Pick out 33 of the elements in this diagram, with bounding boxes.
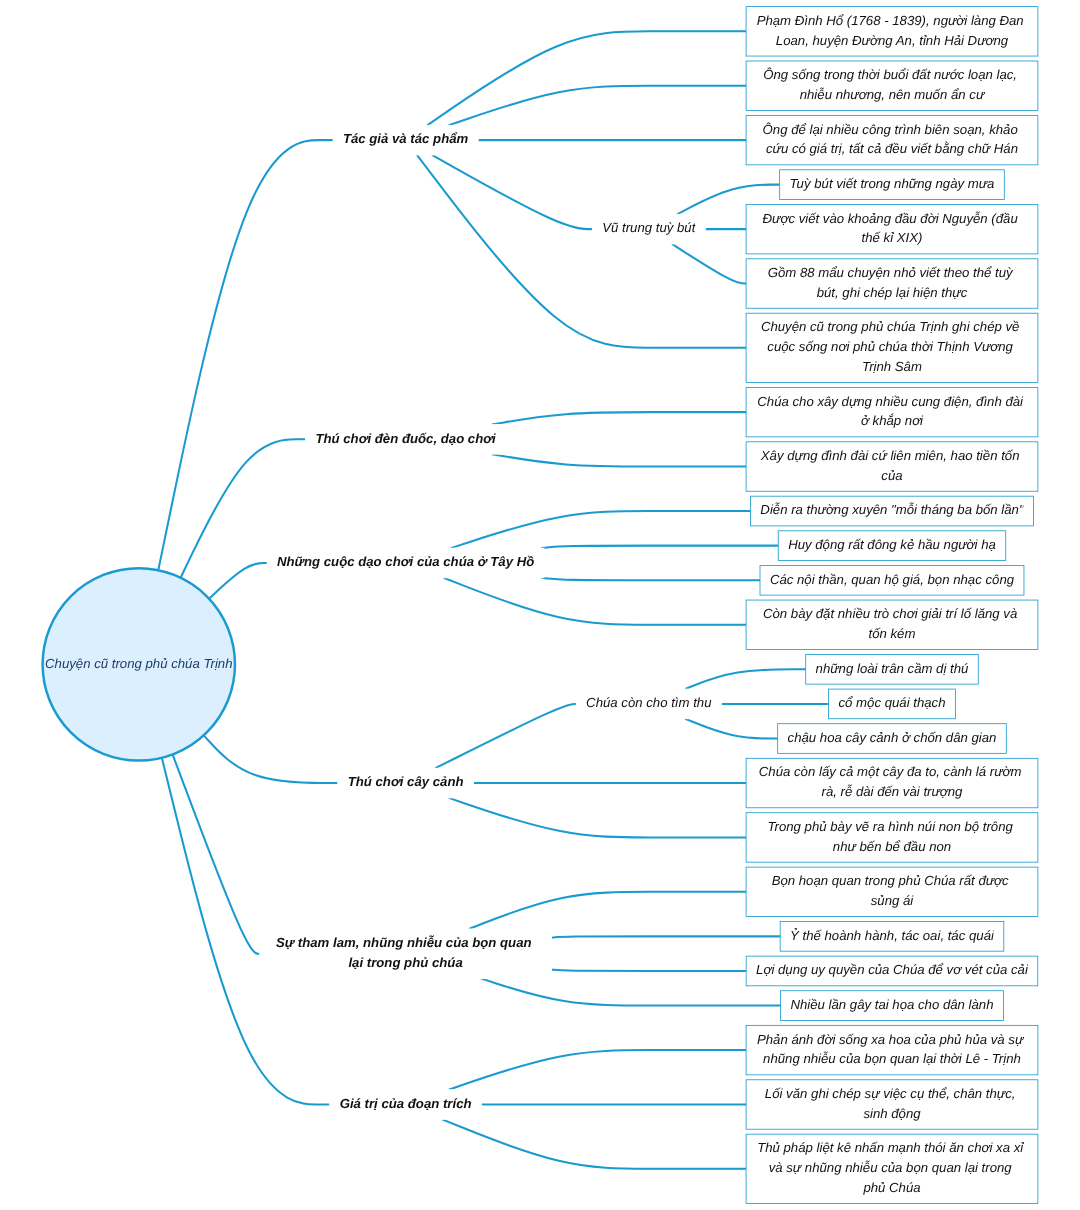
connector	[480, 977, 781, 1007]
connector	[551, 935, 780, 939]
connector	[481, 1103, 746, 1106]
connector	[448, 1049, 746, 1091]
connector	[491, 411, 746, 426]
connector	[540, 576, 760, 582]
connector	[202, 734, 338, 785]
connector	[448, 84, 746, 127]
connector	[441, 1118, 746, 1170]
connector	[676, 183, 780, 216]
connector	[491, 453, 746, 468]
connector	[208, 561, 267, 600]
connector	[442, 576, 746, 626]
connector	[684, 668, 806, 691]
connector	[721, 702, 829, 705]
connector	[450, 510, 751, 550]
connector	[160, 757, 330, 1106]
connector	[551, 968, 746, 972]
connector	[477, 139, 746, 142]
connector	[434, 702, 576, 770]
connector	[431, 154, 593, 231]
connector	[179, 438, 306, 579]
connector	[448, 796, 746, 839]
connector	[473, 782, 746, 785]
connector	[684, 717, 778, 740]
connector	[705, 228, 746, 231]
connector	[671, 243, 746, 285]
connector	[468, 890, 746, 930]
connector	[157, 139, 333, 571]
connector	[540, 544, 778, 550]
connector	[415, 154, 746, 349]
connector	[171, 754, 260, 955]
connector	[426, 30, 746, 127]
